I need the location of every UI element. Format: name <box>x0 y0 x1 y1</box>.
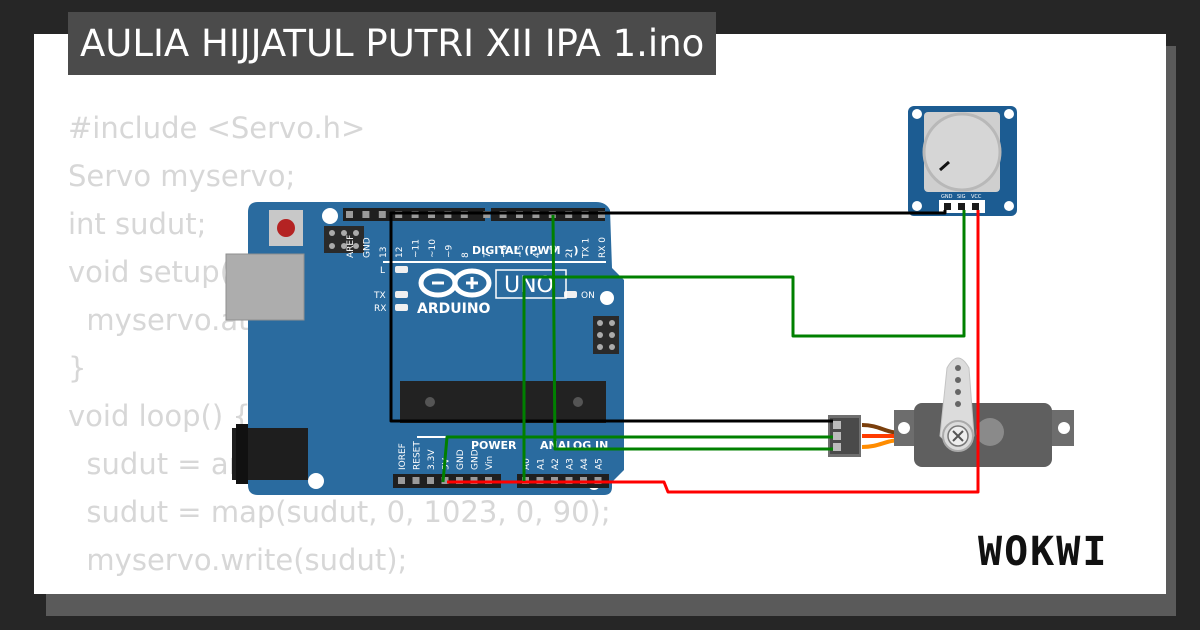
wire-servo-signal[interactable] <box>441 435 833 483</box>
code-line: delay(10); <box>68 584 611 594</box>
power-pin[interactable] <box>427 477 434 484</box>
icsp-header <box>593 316 619 354</box>
mounting-hole <box>308 473 324 489</box>
digital-pin-label: ~6 <box>500 244 510 258</box>
wire-servo-signal-branch[interactable] <box>551 214 833 451</box>
analog-pin-label: A0 <box>522 458 532 470</box>
digital-pin[interactable] <box>346 211 353 218</box>
wire-gnd[interactable] <box>389 210 947 423</box>
led-rx <box>395 304 408 311</box>
code-line: myservo.write(sudut); <box>68 543 408 577</box>
mounting-hole <box>912 109 922 119</box>
digital-pin[interactable] <box>378 211 386 218</box>
digital-header-label: DIGITAL (PWM ~) <box>472 244 579 257</box>
digital-pin-label: 13 <box>379 247 389 258</box>
digital-pin-label: 8 <box>461 252 471 258</box>
digital-pin-label: ~11 <box>412 239 422 258</box>
digital-pin-label: ~9 <box>444 244 454 258</box>
analog-pin-label: A2 <box>551 458 561 470</box>
power-pin-label: 3.3V <box>427 449 437 470</box>
power-pin-label: 5V <box>442 457 452 470</box>
power-pin-label: Vin <box>485 456 495 470</box>
led-l-label: L <box>380 266 385 276</box>
power-pin-label: IOREF <box>398 443 408 470</box>
mounting-hole <box>912 201 922 211</box>
code-line: sudut = map(sudut, 0, 1023, 0, 90); <box>68 495 611 529</box>
arduino-logo-icon <box>418 268 492 298</box>
reset-button[interactable] <box>269 210 303 246</box>
led-on-label: ON <box>581 291 595 301</box>
mounting-hole <box>1004 201 1014 211</box>
digital-pin-label: 7 <box>483 252 493 258</box>
usb-port <box>225 253 305 321</box>
potentiometer[interactable]: GND SIG VCC <box>908 106 1017 216</box>
pot-pin-vcc-label: VCC <box>971 194 982 200</box>
digital-pin-label: RX 0 <box>598 237 608 258</box>
led-tx-label: TX <box>373 291 386 301</box>
digital-pin-label: ~5 <box>516 245 526 258</box>
power-pin-label: RESET <box>413 441 423 470</box>
icsp-header-usb <box>324 226 364 253</box>
power-pin[interactable] <box>398 477 405 484</box>
power-pin-label: GND <box>471 449 481 470</box>
led-tx <box>395 291 408 298</box>
led-on <box>564 291 577 298</box>
digital-pin-label: 12 <box>395 247 405 258</box>
mounting-hole <box>600 291 614 305</box>
arduino-brand: ARDUINO <box>417 301 491 317</box>
power-header-label: POWER <box>471 439 517 452</box>
digital-pin-label: 2 <box>565 252 575 258</box>
wokwi-logo[interactable]: WOKWI <box>945 490 1155 580</box>
atmega-chip <box>400 381 606 423</box>
code-line: #include <Servo.h> <box>68 111 366 145</box>
power-jack <box>232 424 308 484</box>
power-pin-label: GND <box>456 449 466 470</box>
digital-pin-label: 4 <box>532 252 542 258</box>
servo-motor[interactable] <box>828 357 1074 467</box>
pot-pin-gnd-label: GND <box>941 194 953 200</box>
digital-pin[interactable] <box>362 211 370 218</box>
code-line: } <box>68 351 87 385</box>
potentiometer-knob[interactable] <box>922 112 1002 192</box>
wokwi-logo-text: WOKWI <box>978 529 1108 575</box>
power-pin[interactable] <box>412 477 420 484</box>
mounting-hole <box>1004 109 1014 119</box>
code-line: void loop() { <box>68 399 251 433</box>
wire-vcc[interactable] <box>447 210 980 494</box>
digital-pin-label: ~10 <box>428 239 438 258</box>
digital-pin-label: TX 1 <box>582 238 592 259</box>
analog-pin-label: A4 <box>580 458 590 470</box>
led-rx-label: RX <box>374 304 386 314</box>
knob-indicator <box>939 160 950 172</box>
power-pin[interactable] <box>441 477 449 484</box>
digital-pin-label: GND <box>362 237 372 258</box>
digital-pin-label: AREF <box>346 235 356 258</box>
led-l <box>395 266 408 273</box>
analog-pin-label: A5 <box>595 458 605 470</box>
servo-screw-icon <box>952 430 964 442</box>
pot-pin-sig-label: SIG <box>957 194 966 200</box>
analog-pin-label: A3 <box>566 458 576 470</box>
project-title[interactable]: AULIA HIJJATUL PUTRI XII IPA 1.ino <box>68 12 717 75</box>
analog-pin-label: A1 <box>537 458 547 470</box>
code-line: Servo myservo; <box>68 159 296 193</box>
code-line: int sudut; <box>68 207 207 241</box>
wire-pot-signal[interactable] <box>522 210 966 481</box>
uno-badge <box>495 269 567 299</box>
mounting-hole <box>322 208 338 224</box>
